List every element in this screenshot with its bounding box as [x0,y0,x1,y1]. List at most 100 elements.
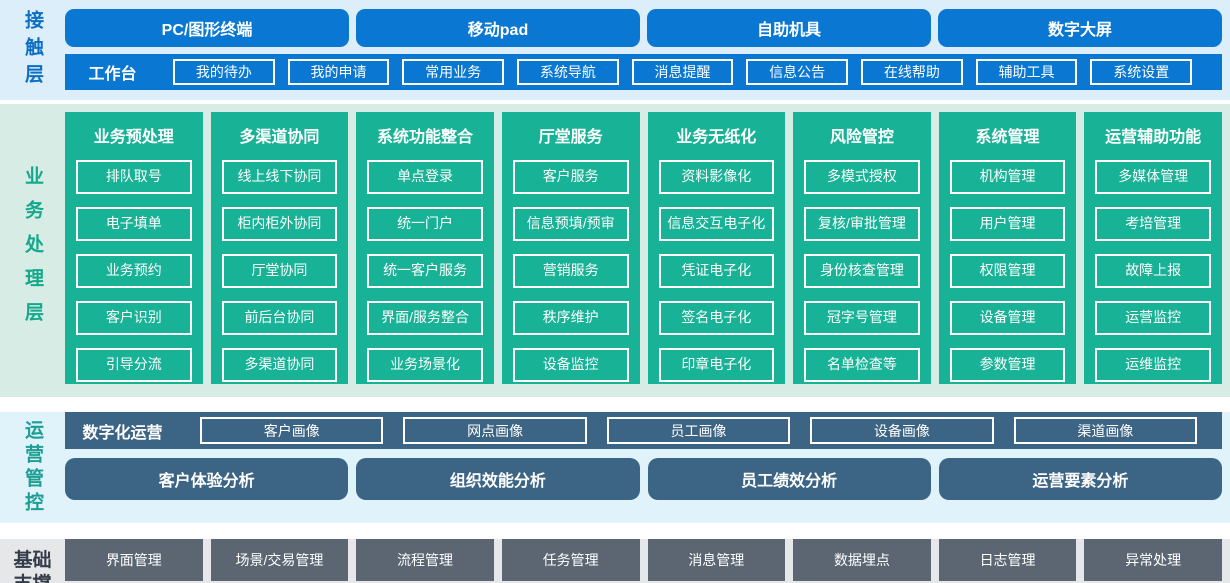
business-column-title: 系统功能整合 [377,129,474,146]
terminal-box-pc: PC/图形终端 [65,9,349,47]
business-column-item: 单点登录 [367,160,483,194]
business-column-item: 统一客户服务 [367,254,483,288]
business-column-item: 营销服务 [512,254,629,288]
business-column-item: 设备管理 [949,301,1066,335]
business-column-title: 多渠道协同 [239,129,320,146]
workbench-item: 系统设置 [1090,59,1193,85]
analysis-box: 客户体验分析 [65,458,349,500]
workbench-bar: 工作台 我的待办 我的申请 常用业务 系统导航 消息提醒 信息公告 在线帮助 辅… [65,54,1222,90]
foundation-item: 消息管理 [647,539,786,581]
business-column-item: 多模式授权 [804,160,920,194]
analysis-box: 组织效能分析 [356,458,640,500]
digital-ops-item: 客户画像 [200,417,384,444]
business-column-item: 客户服务 [512,160,629,194]
business-layer-label: 业务处理层 [22,165,43,336]
business-column-preprocess: 业务预处理 排队取号 电子填单 业务预约 客户识别 引导分流 [65,112,203,384]
business-column-item: 统一门户 [367,207,483,241]
section-contact-layer: 接触层 PC/图形终端 移动pad 自助机具 数字大屏 工作台 我的待办 我的申… [0,0,1230,100]
workbench-label: 工作台 [88,66,137,83]
business-column-item: 前后台协同 [221,301,338,335]
operations-layer-label-area: 运营管控 [0,412,65,523]
operations-layer-label: 运营管控 [22,419,43,516]
foundation-item: 任务管理 [501,539,640,581]
foundation-item: 日志管理 [938,539,1077,581]
business-column-item: 身份核查管理 [804,254,920,288]
business-column-item: 秩序维护 [512,301,629,335]
section-divider [0,523,1230,527]
business-column-item: 资料影像化 [658,160,775,194]
business-column-item: 权限管理 [949,254,1066,288]
business-column-item: 设备监控 [512,348,629,382]
section-operations-layer: 运营管控 数字化运营 客户画像 网点画像 员工画像 设备画像 渠道画像 客户体验… [0,412,1230,523]
analysis-box: 运营要素分析 [938,458,1222,500]
business-column-item: 柜内柜外协同 [221,207,338,241]
foundation-item: 异常处理 [1084,539,1222,581]
business-column-ops-auxiliary: 运营辅助功能 多媒体管理 考培管理 故障上报 运营监控 运维监控 [1084,112,1222,384]
digital-ops-item: 员工画像 [606,417,791,444]
digital-ops-item: 渠道画像 [1013,417,1198,444]
business-column-item: 信息交互电子化 [658,207,775,241]
workbench-item: 常用业务 [402,59,505,85]
business-column-item: 凭证电子化 [658,254,775,288]
business-column-item: 签名电子化 [658,301,775,335]
business-column-item: 厅堂协同 [221,254,338,288]
analysis-box: 员工绩效分析 [647,458,931,500]
business-column-item: 引导分流 [76,348,192,382]
business-column-integration: 系统功能整合 单点登录 统一门户 统一客户服务 界面/服务整合 业务场景化 [356,112,494,384]
analysis-row: 客户体验分析 组织效能分析 员工绩效分析 运营要素分析 [65,458,1222,500]
contact-layer-label: 接触层 [22,9,43,91]
business-layer-label-area: 业务处理层 [0,104,65,397]
business-column-title: 系统管理 [975,129,1040,146]
workbench-item: 我的待办 [173,59,275,85]
workbench-item: 信息公告 [746,59,849,85]
business-column-item: 运营监控 [1095,301,1211,335]
business-column-item: 故障上报 [1095,254,1211,288]
business-column-paperless: 业务无纸化 资料影像化 信息交互电子化 凭证电子化 签名电子化 印章电子化 [647,112,786,384]
foundation-row: 界面管理 场景/交易管理 流程管理 任务管理 消息管理 数据埋点 日志管理 异常… [65,539,1222,581]
foundation-item: 流程管理 [356,539,494,581]
business-column-title: 运营辅助功能 [1105,129,1202,146]
section-divider [0,100,1230,104]
foundation-item: 数据埋点 [793,539,931,581]
workbench-item: 消息提醒 [631,59,734,85]
business-columns: 业务预处理 排队取号 电子填单 业务预约 客户识别 引导分流 多渠道协同 线上线… [65,104,1222,384]
section-business-layer: 业务处理层 业务预处理 排队取号 电子填单 业务预约 客户识别 引导分流 多渠道… [0,104,1230,397]
terminal-box-digital-screen: 数字大屏 [938,9,1222,47]
business-column-title: 业务预处理 [93,129,174,146]
workbench-item: 我的申请 [287,59,390,85]
business-column-lobby-service: 厅堂服务 客户服务 信息预填/预审 营销服务 秩序维护 设备监控 [501,112,640,384]
business-column-item: 信息预填/预审 [512,207,629,241]
business-column-item: 复核/审批管理 [804,207,920,241]
foundation-item: 界面管理 [65,539,203,581]
digital-ops-bar: 数字化运营 客户画像 网点画像 员工画像 设备画像 渠道画像 [65,412,1222,449]
business-column-item: 参数管理 [949,348,1066,382]
contact-layer-label-area: 接触层 [0,0,65,100]
section-foundation-layer: 基础支撑 界面管理 场景/交易管理 流程管理 任务管理 消息管理 数据埋点 日志… [0,539,1230,583]
workbench-item: 辅助工具 [975,59,1078,85]
business-column-item: 用户管理 [949,207,1066,241]
business-column-item: 业务预约 [76,254,192,288]
business-column-item: 客户识别 [76,301,192,335]
foundation-item: 场景/交易管理 [210,539,349,581]
business-column-title: 厅堂服务 [538,129,603,146]
business-column-item: 多媒体管理 [1095,160,1211,194]
digital-ops-label: 数字化运营 [82,424,163,442]
workbench-item: 系统导航 [517,59,619,85]
business-column-item: 考培管理 [1095,207,1211,241]
terminal-box-self-service: 自助机具 [647,9,931,47]
business-column-item: 运维监控 [1095,348,1211,382]
terminal-row: PC/图形终端 移动pad 自助机具 数字大屏 [65,0,1222,47]
digital-ops-item: 设备画像 [810,417,994,444]
business-column-item: 多渠道协同 [221,348,338,382]
terminal-box-mobile-pad: 移动pad [356,9,640,47]
business-column-title: 风险管控 [829,129,894,146]
business-column-system-admin: 系统管理 机构管理 用户管理 权限管理 设备管理 参数管理 [938,112,1077,384]
business-column-item: 线上线下协同 [221,160,338,194]
business-column-item: 冠字号管理 [804,301,920,335]
business-column-item: 机构管理 [949,160,1066,194]
business-column-item: 电子填单 [76,207,192,241]
workbench-item: 在线帮助 [861,59,963,85]
business-column-item: 业务场景化 [367,348,483,382]
business-column-title: 业务无纸化 [676,129,757,146]
digital-ops-item: 网点画像 [403,417,587,444]
